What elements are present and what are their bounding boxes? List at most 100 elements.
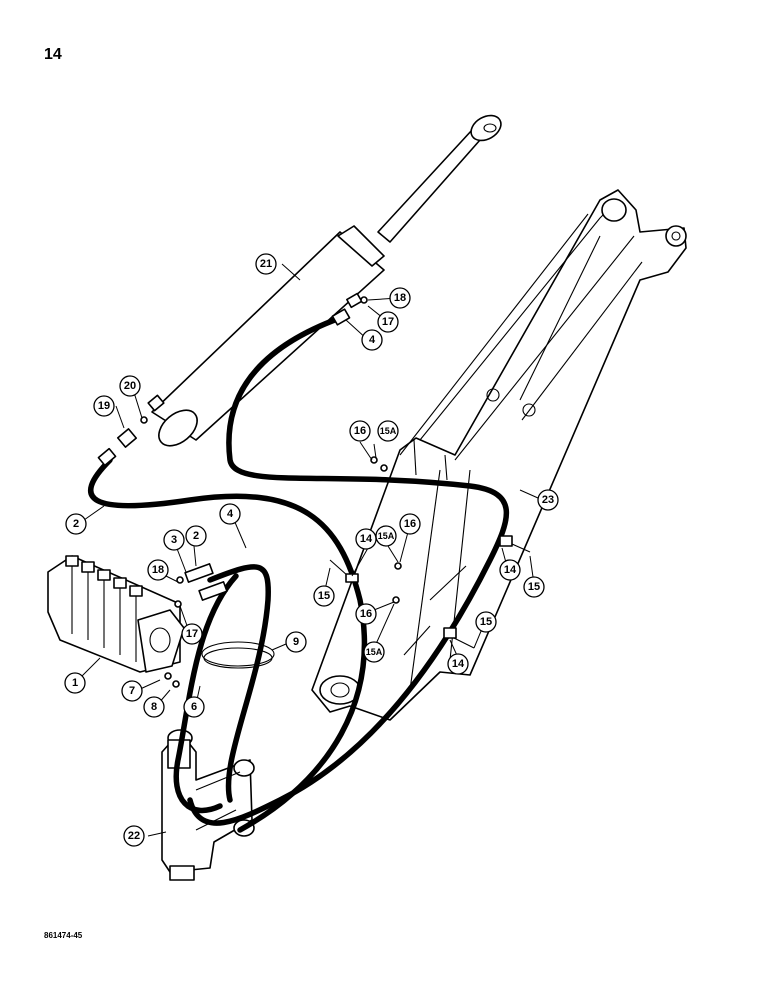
callout-4: 4 — [219, 503, 241, 525]
callout-label: 2 — [193, 530, 199, 542]
callout-label: 23 — [542, 494, 554, 506]
callout-circle — [361, 329, 383, 351]
callout-label: 8 — [151, 701, 157, 713]
callout-4: 4 — [361, 329, 383, 351]
callout-2: 2 — [185, 525, 207, 547]
callout-18: 18 — [147, 559, 169, 581]
callout-label: 16 — [404, 518, 416, 530]
callout-circle — [377, 311, 399, 333]
figure-code: 861474-45 — [44, 931, 83, 940]
callout-15a: 15A — [377, 420, 399, 442]
callout-14: 14 — [499, 559, 521, 581]
callout-circle — [363, 641, 385, 663]
callout-15: 15 — [523, 576, 545, 598]
callout-17: 17 — [377, 311, 399, 333]
boom-arm — [311, 189, 687, 721]
callout-22: 22 — [123, 825, 145, 847]
callout-20: 20 — [119, 375, 141, 397]
hardware — [116, 296, 531, 688]
callout-label: 6 — [191, 701, 197, 713]
callout-label: 18 — [394, 292, 406, 304]
callout-6: 6 — [183, 696, 205, 718]
callout-label: 14 — [360, 533, 373, 545]
page-number: 14 — [44, 46, 62, 63]
callout-23: 23 — [537, 489, 559, 511]
callout-circle — [523, 576, 545, 598]
callout-label: 4 — [369, 334, 376, 346]
callout-circle — [64, 672, 86, 694]
callout-circle — [537, 489, 559, 511]
callout-circle — [219, 503, 241, 525]
callout-circle — [255, 253, 277, 275]
callout-circle — [399, 513, 421, 535]
callout-circle — [143, 696, 165, 718]
control-valve — [47, 555, 185, 673]
callout-16: 16 — [355, 603, 377, 625]
callout-circle — [119, 375, 141, 397]
callout-circle — [185, 525, 207, 547]
callout-circle — [377, 420, 399, 442]
callout-label: 15 — [528, 581, 540, 593]
callout-label: 15A — [380, 426, 397, 436]
callout-label: 15A — [378, 531, 395, 541]
callout-circle — [375, 525, 397, 547]
callout-label: 16 — [354, 425, 366, 437]
callout-label: 1 — [72, 677, 78, 689]
callout-17: 17 — [181, 623, 203, 645]
callout-3: 3 — [163, 529, 185, 551]
callout-circle — [183, 696, 205, 718]
callout-circle — [121, 680, 143, 702]
callout-circle — [181, 623, 203, 645]
callout-circle — [349, 420, 371, 442]
callout-label: 3 — [171, 534, 177, 546]
callout-2: 2 — [65, 513, 87, 535]
callout-8: 8 — [143, 696, 165, 718]
callout-label: 2 — [73, 518, 79, 530]
hydraulic-cylinder — [147, 114, 502, 447]
callout-16: 16 — [349, 420, 371, 442]
callouts: 122344678914141415151515A15A15A161616171… — [64, 253, 559, 847]
callout-label: 15 — [318, 590, 330, 602]
callout-14: 14 — [355, 528, 377, 550]
callout-circle — [475, 611, 497, 633]
callout-19: 19 — [93, 395, 115, 417]
callout-label: 18 — [152, 564, 164, 576]
callout-label: 4 — [227, 508, 234, 520]
callout-circle — [447, 653, 469, 675]
callout-label: 17 — [186, 628, 198, 640]
callout-label: 7 — [129, 685, 135, 697]
callout-circle — [65, 513, 87, 535]
callout-label: 16 — [360, 608, 372, 620]
callout-1: 1 — [64, 672, 86, 694]
callout-circle — [123, 825, 145, 847]
callout-16: 16 — [399, 513, 421, 535]
swing-post — [161, 729, 255, 881]
callout-label: 14 — [452, 658, 465, 670]
callout-label: 15A — [366, 647, 383, 657]
callout-label: 22 — [128, 830, 140, 842]
callout-label: 20 — [124, 380, 136, 392]
callout-label: 19 — [98, 400, 110, 412]
callout-circle — [147, 559, 169, 581]
callout-15: 15 — [313, 585, 335, 607]
callout-label: 15 — [480, 616, 492, 628]
callout-label: 17 — [382, 316, 394, 328]
callout-14: 14 — [447, 653, 469, 675]
callout-circle — [93, 395, 115, 417]
callout-21: 21 — [255, 253, 277, 275]
callout-circle — [285, 631, 307, 653]
callout-15a: 15A — [375, 525, 397, 547]
callout-circle — [389, 287, 411, 309]
callout-18: 18 — [389, 287, 411, 309]
hydraulic-hoses — [88, 292, 509, 833]
callout-9: 9 — [285, 631, 307, 653]
callout-circle — [355, 603, 377, 625]
callout-circle — [163, 529, 185, 551]
callout-circle — [499, 559, 521, 581]
callout-label: 14 — [504, 564, 517, 576]
callout-15a: 15A — [363, 641, 385, 663]
callout-label: 21 — [260, 258, 272, 270]
callout-label: 9 — [293, 636, 299, 648]
